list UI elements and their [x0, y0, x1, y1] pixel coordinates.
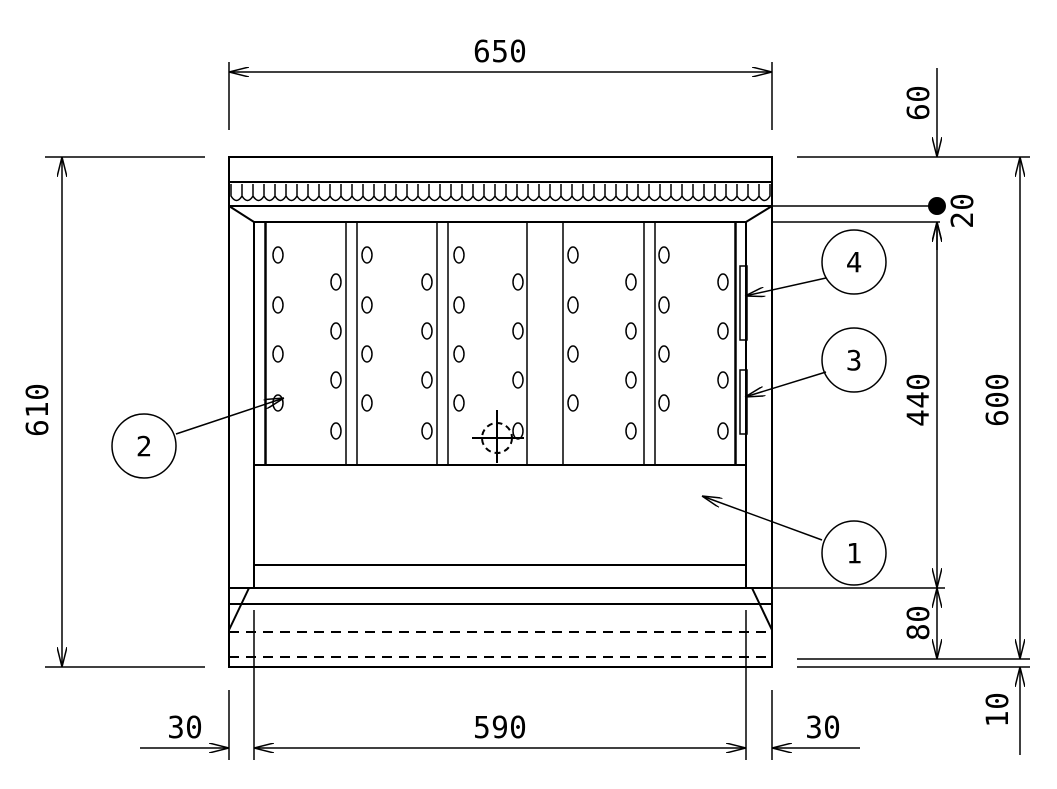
dim-body-height: 440: [902, 373, 937, 427]
peg-hole: [512, 322, 524, 340]
base-bevel-left: [228, 587, 250, 631]
peg-hole: [330, 322, 342, 340]
dimension-lines: [62, 68, 1020, 755]
peg-hole: [512, 273, 524, 291]
peg-holes: [272, 246, 729, 440]
dim-right-margin: 30: [805, 711, 841, 746]
dim-overall-height: 610: [21, 383, 56, 437]
extension-lines: [45, 62, 1030, 760]
dim-top-gap: 60: [902, 85, 937, 121]
peg-hole: [330, 422, 342, 440]
peg-hole: [567, 345, 579, 363]
peg-hole: [567, 296, 579, 314]
callout-label-3: 3: [846, 344, 863, 377]
peg-hole: [717, 371, 729, 389]
peg-hole: [658, 246, 670, 264]
peg-hole: [421, 422, 433, 440]
panel-dividers: [264, 222, 737, 465]
dim-overall-width: 650: [473, 35, 527, 70]
dim-left-margin: 30: [167, 711, 203, 746]
cabinet-outline: [228, 156, 773, 668]
peg-hole: [361, 246, 373, 264]
dim-top-strip: 20: [946, 193, 981, 229]
dim-bottom-gap: 10: [981, 692, 1016, 728]
peg-hole: [512, 371, 524, 389]
top-scallop-trim: [230, 184, 771, 202]
dim-inner-width: 590: [473, 711, 527, 746]
peg-hole: [625, 322, 637, 340]
peg-hole: [625, 422, 637, 440]
peg-hole: [567, 246, 579, 264]
peg-hole: [272, 345, 284, 363]
hinge-lower: [739, 369, 748, 435]
base-bevel-right: [751, 587, 773, 631]
peg-hole: [453, 394, 465, 412]
callout-2: 2: [111, 398, 284, 479]
peg-hole: [421, 371, 433, 389]
callout-circle-2: [111, 413, 177, 479]
peg-hole: [453, 296, 465, 314]
callout-circle-3: [821, 327, 887, 393]
peg-hole: [330, 273, 342, 291]
peg-hole: [567, 394, 579, 412]
crosshair-marker: [472, 410, 524, 463]
peg-hole: [361, 394, 373, 412]
peg-hole: [361, 345, 373, 363]
peg-hole: [717, 422, 729, 440]
dim-20-dot: [928, 197, 946, 215]
peg-hole: [717, 322, 729, 340]
peg-hole: [512, 422, 524, 440]
peg-hole: [658, 345, 670, 363]
callout-circle-4: [821, 229, 887, 295]
peg-hole: [421, 273, 433, 291]
peg-hole: [658, 394, 670, 412]
callout-label-1: 1: [846, 537, 863, 570]
peg-hole: [717, 273, 729, 291]
dim-right-height: 600: [981, 373, 1016, 427]
peg-hole: [272, 246, 284, 264]
callout-label-2: 2: [136, 430, 153, 463]
hinge-upper: [739, 265, 748, 341]
callout-label-4: 4: [846, 246, 863, 279]
callout-1: 1: [702, 496, 887, 586]
peg-hole: [625, 371, 637, 389]
cabinet: [228, 156, 773, 668]
peg-hole: [453, 345, 465, 363]
peg-hole: [272, 296, 284, 314]
top-bevel: [228, 205, 773, 223]
peg-hole: [272, 394, 284, 412]
peg-hole: [658, 296, 670, 314]
dim-base-height: 80: [902, 605, 937, 641]
peg-hole: [421, 322, 433, 340]
callout-4: 4: [745, 229, 887, 296]
peg-hole: [361, 296, 373, 314]
peg-hole: [625, 273, 637, 291]
callout-3: 3: [745, 327, 887, 397]
callout-circle-1: [821, 520, 887, 586]
peg-hole: [453, 246, 465, 264]
scallop-row: [230, 184, 771, 202]
peg-hole: [330, 371, 342, 389]
